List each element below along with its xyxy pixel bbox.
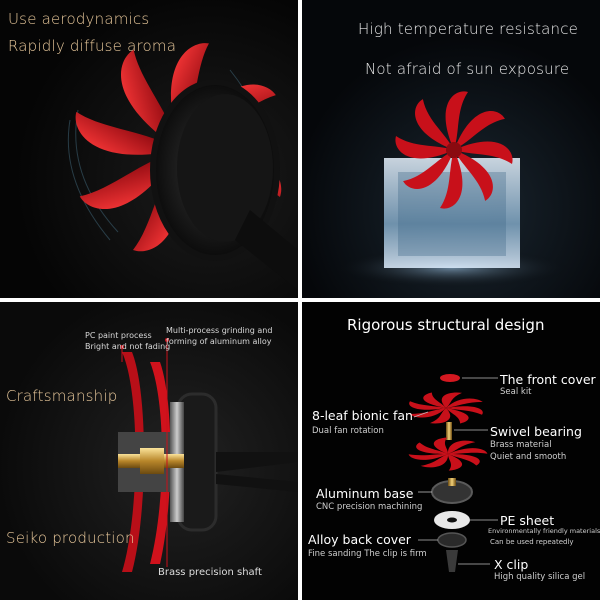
pe-sheet-label: PE sheet <box>500 513 555 528</box>
heat-line-1: High temperature resistance <box>358 20 579 38</box>
brass-shaft-label: Brass precision shaft <box>158 567 262 578</box>
alloy-note-1: Multi-process grinding and <box>166 326 273 335</box>
exploded-view-illustration <box>408 374 498 572</box>
pc-paint-note-2: Bright and not fading <box>85 342 171 351</box>
aero-line-1: Use aerodynamics <box>8 10 150 28</box>
craftsmanship-label: Craftsmanship <box>6 387 118 405</box>
fan-closeup-illustration <box>67 43 298 290</box>
pc-paint-note-1: PC paint process <box>85 331 152 340</box>
back-cover-sub: Fine sanding The clip is firm <box>308 549 427 559</box>
panel-structure: Rigorous structural design The front cov… <box>302 302 600 600</box>
bearing-label: Swivel bearing <box>490 424 582 439</box>
seal-kit-label: Seal kit <box>500 387 532 397</box>
x-clip-label: X clip <box>494 557 529 572</box>
back-cover-label: Alloy back cover <box>308 532 411 547</box>
panel-heat-resistance: High temperature resistance Not afraid o… <box>302 0 600 298</box>
x-clip-sub: High quality silica gel <box>494 572 586 582</box>
panel-aerodynamics: Use aerodynamics Rapidly diffuse aroma <box>0 0 298 298</box>
pe-sheet-sub-2: Can be used repeatedly <box>490 538 574 546</box>
alu-base-label: Aluminum base <box>316 486 414 501</box>
bearing-sub-1: Brass material <box>490 440 552 450</box>
panel-craftsmanship: PC paint process Bright and not fading M… <box>0 302 298 600</box>
heat-line-2: Not afraid of sun exposure <box>365 60 570 78</box>
alu-base-sub: CNC precision machining <box>316 502 423 512</box>
front-cover-label: The front cover <box>500 372 596 387</box>
alloy-note-2: forming of aluminum alloy <box>166 337 272 346</box>
fan-sub-label: Dual fan rotation <box>312 426 384 436</box>
fan-cross-section-illustration <box>118 338 298 572</box>
fan-label: 8-leaf bionic fan <box>312 408 413 423</box>
pe-sheet-sub-1: Environmentally friendly materials <box>488 527 600 535</box>
fan-on-ice-illustration <box>332 91 572 288</box>
bearing-sub-2: Quiet and smooth <box>490 452 567 462</box>
structure-title: Rigorous structural design <box>347 316 545 334</box>
seiko-label: Seiko production <box>6 529 135 547</box>
aero-line-2: Rapidly diffuse aroma <box>8 37 177 55</box>
